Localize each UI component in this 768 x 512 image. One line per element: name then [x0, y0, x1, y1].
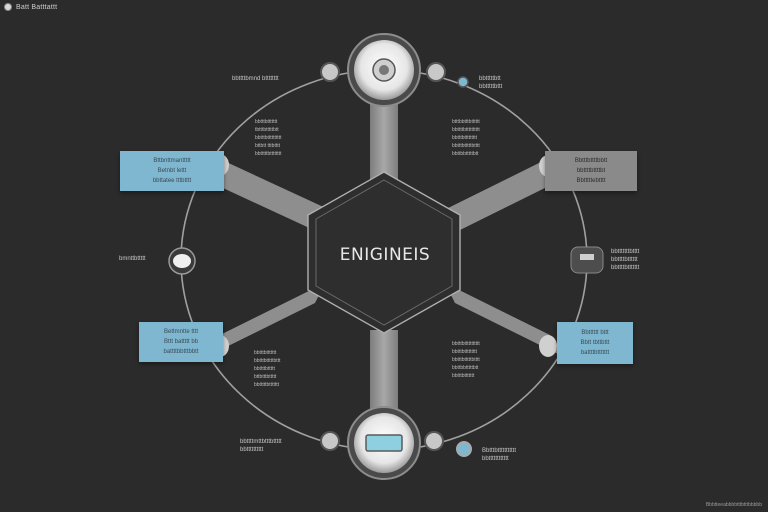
label-left-node: bmnttbttttt: [119, 256, 146, 262]
callout-bottom-left[interactable]: Bettmntte tttt Bttt battttt bb battttbbt…: [139, 322, 223, 362]
callout-line: Bttbnttmanttttt: [153, 157, 191, 164]
screen-icon: [365, 434, 403, 452]
connector-bottom-right: [424, 431, 444, 451]
spokes: [210, 95, 560, 410]
diagram-title: ENIGINEIS: [339, 245, 431, 265]
text-line: bbtttbttttttt: [254, 350, 277, 356]
spoke-upper-left: [210, 160, 330, 232]
text-line: bbtttbttttttttt: [452, 349, 478, 355]
label-line: bbtttttbttt: [479, 84, 503, 90]
spoke-lower-right: [445, 283, 560, 355]
text-line: bbtttbtttttbtttt: [452, 143, 480, 149]
label-line: bbtttttttbtttt: [611, 249, 640, 255]
hex-outer: [307, 171, 461, 334]
connector-top-right: [426, 62, 446, 82]
text-line: btttbbtttbtttttt: [452, 119, 480, 125]
callout-line: Bettmntte tttt: [163, 328, 198, 335]
callout-line: Bbtt tbttbttt: [580, 339, 610, 346]
display-icon: [580, 254, 594, 260]
header-bar: Batt Batttattt: [4, 2, 57, 12]
label-right-node: bbtttttttbtttt bbttttbtttttt bbttttbtttt…: [611, 249, 639, 271]
text-block-upper-left: bbtttbttttttt tbtttbtttttbtt bbtttbttttt…: [255, 120, 281, 157]
label-line: bbttttbtttttt: [611, 257, 638, 263]
callout-line: Betnbt lettt: [157, 167, 187, 174]
text-line: bbtttttbttttttt: [254, 382, 280, 388]
text-line: bbttbbtttttbtt: [452, 365, 479, 371]
label-bottom-left-node: bbttttmttbtttbttttt bbtttttttttt: [240, 439, 282, 453]
callout-line: Bbtttttebtttt: [576, 177, 606, 184]
text-line: bbtttbtttttttttt: [255, 135, 282, 141]
connector-top-left: [320, 62, 340, 82]
label-top-left-node: bbttttbmnd btttttttt: [232, 76, 279, 82]
label-top-right-node: bbtttttbtt bbtttttbttt: [479, 76, 502, 90]
connector-bottom-left: [320, 431, 340, 451]
hex-inner: [315, 179, 453, 326]
node-right[interactable]: [570, 246, 604, 274]
text-line: bbtttbttttttttt: [452, 135, 478, 141]
text-line: bbttttbtttttttttt: [452, 127, 480, 133]
callout-top-right[interactable]: Bbtttbttttbbtt bbttttbttttbt Bbtttttebtt…: [545, 151, 637, 191]
info-icon-top: [457, 76, 469, 88]
text-line: bbttbbtttttbtt: [452, 151, 479, 157]
callout-line: battttbbtttbbtt: [163, 348, 199, 355]
text-block-upper-right: btttbbtttbtttttt bbttttbtttttttttt bbttt…: [452, 120, 480, 157]
text-line: bbttttbttttt: [254, 366, 275, 372]
text-line: bbtttbtttttbttt: [254, 358, 281, 364]
text-line: bbtttbttttttt: [255, 119, 278, 125]
callout-line: battttbttttttt: [580, 349, 610, 356]
spoke-upper-right: [440, 160, 557, 234]
text-line: tbtttbtttttbtt: [255, 127, 279, 133]
label-line: Bbtttbttttttttttt: [482, 448, 517, 454]
callout-line: bbttatee tttbtttt: [152, 177, 192, 184]
info-icon-bottom: [456, 441, 472, 457]
text-line: bttbtt tttbtttt: [255, 143, 281, 149]
label-bottom-right-node: Bbtttbttttttttttt bbtttttttttttt: [482, 448, 516, 462]
hub-top[interactable]: [320, 33, 446, 107]
text-line: bbtttbtttttbtttt: [452, 357, 480, 363]
callout-top-left[interactable]: Bttbnttmanttttt Betnbt lettt bbttatee tt…: [120, 151, 224, 191]
header-title: Batt Batttattt: [16, 3, 58, 11]
text-line: bbtttbttttttt: [452, 373, 475, 379]
text-line: bttbtttbttttt: [254, 374, 277, 380]
node-left[interactable]: [168, 247, 196, 275]
label-line: bbtttttttttttt: [482, 456, 509, 462]
label-line: bbttttmttbtttbttttt: [240, 439, 282, 445]
callout-line: Bttt battttt bb: [163, 338, 199, 345]
logo-icon: [4, 3, 12, 11]
text-block-lower-left: bbtttbttttttt bbtttbtttttbttt bbttttbttt…: [254, 351, 280, 388]
callout-bottom-right[interactable]: Bbtttttt bttt Bbtt tbttbttt battttbttttt…: [557, 322, 633, 364]
text-block-lower-right: bbtttbttttttttttt bbtttbttttttttt bbtttb…: [452, 342, 480, 379]
spoke-lower-left: [210, 283, 325, 355]
spoke-top: [370, 95, 398, 180]
label-line: bbttttbttttttt: [611, 265, 640, 271]
label-line: bbtttttttttt: [240, 447, 264, 453]
footer-note: Bbbtteeabbbbtttbtttbbbbb: [705, 502, 762, 508]
callout-line: bbttttbttttbt: [576, 167, 606, 174]
spoke-bottom: [370, 330, 398, 410]
text-line: bbtttttbtttttttt: [255, 151, 282, 157]
text-line: bbtttbttttttttttt: [452, 341, 480, 347]
hub-bottom[interactable]: [320, 406, 444, 480]
callout-line: Bbtttbttttbbtt: [574, 157, 608, 164]
callout-line: Bbtttttt bttt: [581, 329, 609, 336]
label-line: bbtttttbtt: [479, 76, 501, 82]
